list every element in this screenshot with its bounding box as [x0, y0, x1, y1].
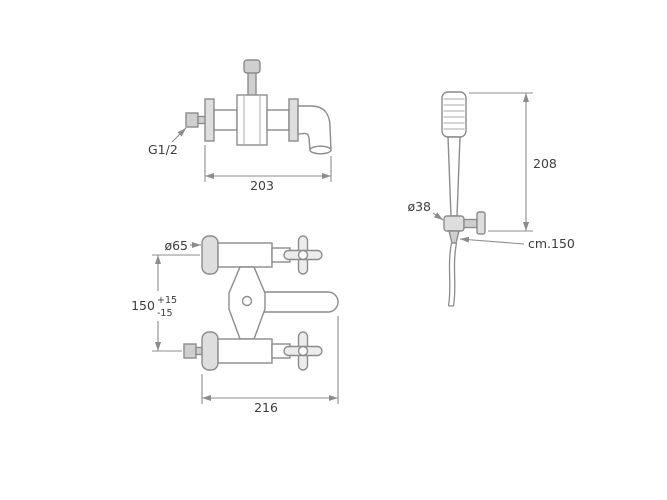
dimension-holder-diameter-38: ø38: [407, 199, 444, 221]
dimension-width-203: 203: [204, 145, 332, 193]
dimension-center-distance-150: 150 +15 -15: [131, 254, 200, 352]
mixer-body-detail-lines: [243, 95, 261, 145]
shower-hose: [447, 242, 458, 307]
inlet-pipe: [213, 109, 238, 131]
extension-lines-208: [469, 92, 533, 232]
dimension-width-216: 216: [201, 316, 339, 415]
holder-wall-plate: [476, 211, 486, 235]
top-cross-handle: [283, 235, 323, 275]
dimension-value-216: 216: [254, 400, 278, 415]
figure-hand-shower: 208 ø38 cm.150: [407, 91, 575, 307]
tolerance-plus: +15: [157, 295, 177, 306]
top-valve-body: [217, 242, 273, 268]
top-wall-flange: [201, 235, 219, 275]
label-thread-g12: G1/2: [148, 127, 187, 157]
label-hose-length: cm.150: [459, 236, 575, 251]
dimension-value-208: 208: [533, 156, 557, 171]
holder-clamp: [443, 215, 465, 232]
bottom-inlet-stem: [195, 346, 203, 356]
spout-mouth: [309, 145, 332, 155]
figure-mixer-side-view: 203 G1/2: [148, 59, 332, 193]
hose-length-value: cm.150: [528, 236, 575, 251]
dimension-value-38: ø38: [407, 199, 431, 214]
dimension-value-203: 203: [250, 178, 274, 193]
spout-side: [297, 105, 332, 151]
shower-head-texture: [443, 98, 465, 130]
diverter-stem: [247, 71, 257, 97]
holder-arm: [463, 218, 478, 229]
handle-disc-side: [288, 98, 299, 142]
wall-flange-side: [204, 98, 215, 142]
spout-front: [253, 291, 339, 313]
hose-connector: [448, 230, 460, 244]
bottom-cross-handle: [283, 331, 323, 371]
mixer-body-side: [236, 94, 268, 146]
tolerance-minus: -15: [157, 308, 173, 319]
figure-mixer-front-view: ø65 150 +15 -15 216: [131, 235, 339, 415]
bottom-wall-flange: [201, 331, 219, 371]
bottom-valve-body: [217, 338, 273, 364]
shower-handle: [447, 136, 461, 217]
inlet-fitting-g12: [185, 112, 199, 128]
outlet-pipe: [266, 109, 290, 131]
dimension-height-208: 208: [469, 92, 557, 232]
dimension-flange-diameter-65: ø65: [164, 238, 201, 253]
diverter-knob: [243, 59, 261, 74]
dimension-value-150: 150: [131, 298, 155, 313]
bottom-inlet-fitting: [183, 343, 197, 359]
bottom-handle-hub: [297, 345, 309, 357]
leader-line-hose: [459, 236, 525, 245]
thread-value-g12: G1/2: [148, 142, 178, 157]
dimension-value-65: ø65: [164, 238, 188, 253]
top-handle-hub: [297, 249, 309, 261]
leader-line-g12: [171, 127, 187, 143]
center-screw: [241, 295, 253, 307]
leader-line-38: [432, 212, 444, 221]
